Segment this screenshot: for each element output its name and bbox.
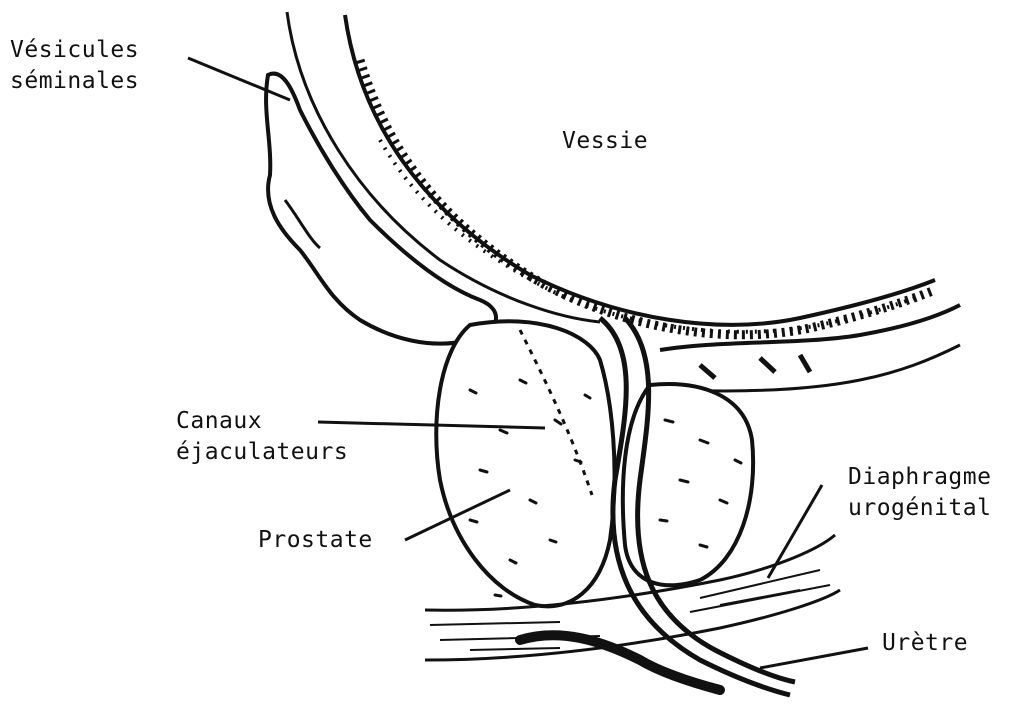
label-vessie: Vessie: [562, 126, 648, 157]
leader-uretre: [760, 648, 868, 668]
label-uretre: Urètre: [882, 628, 968, 659]
label-diaphragme-urogenital: Diaphragme urogénital: [848, 462, 991, 524]
anterior-fascia-band: [660, 305, 960, 391]
label-canaux-ejaculateurs: Canaux éjaculateurs: [176, 406, 348, 468]
leader-diaphragme: [768, 485, 822, 578]
label-prostate: Prostate: [258, 525, 373, 556]
prostate-left-lobe: [436, 321, 614, 606]
label-vesicules-seminales: Vésicules séminales: [10, 35, 139, 97]
